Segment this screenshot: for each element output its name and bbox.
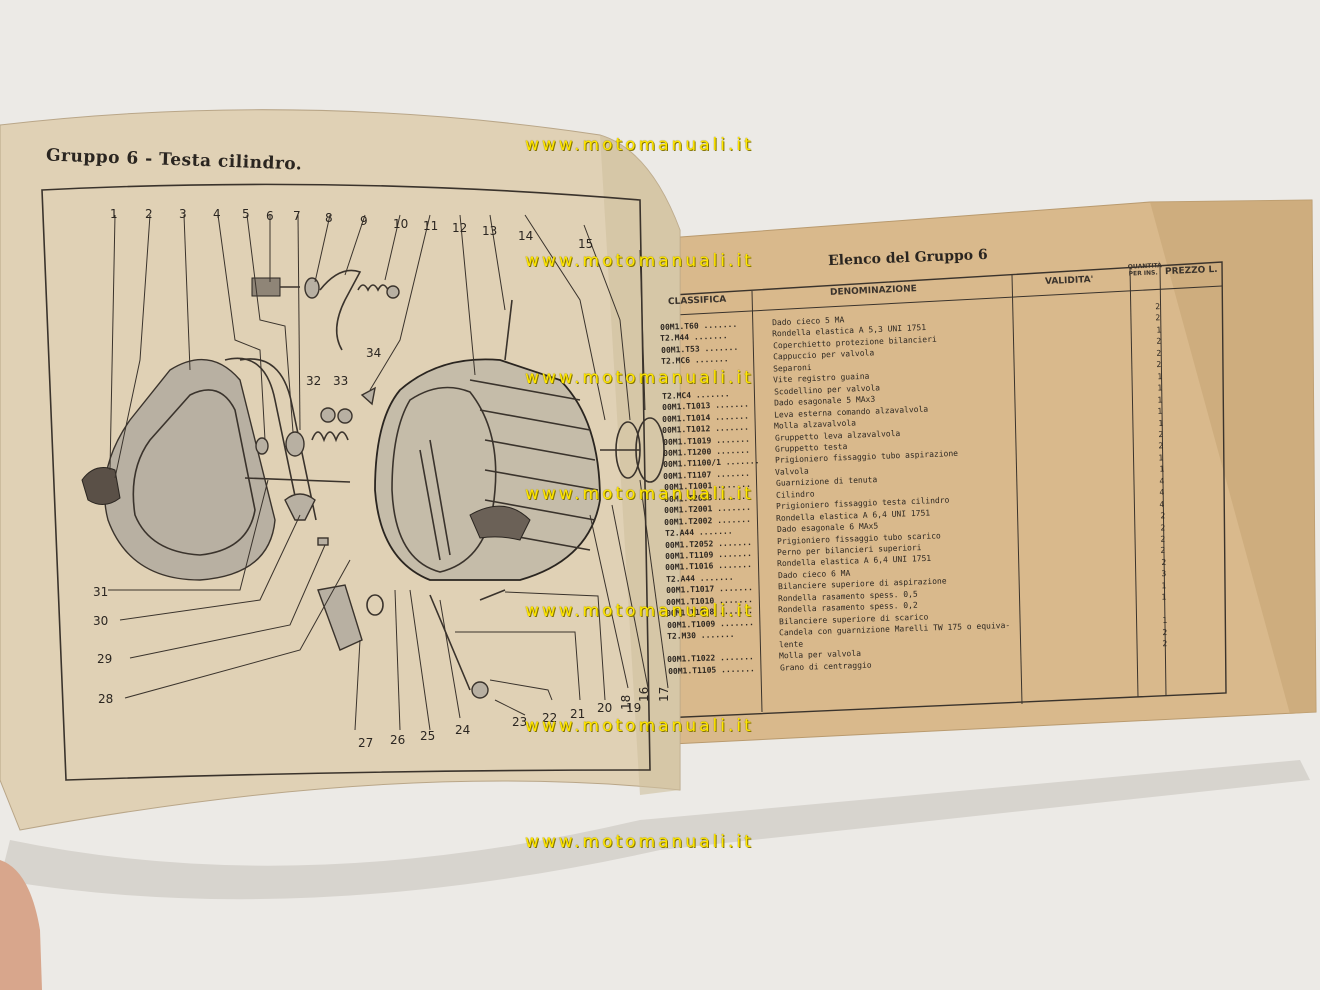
spring-and-nuts-drawing bbox=[244, 386, 376, 546]
part-number: 24 bbox=[455, 723, 470, 737]
row-qty: 2 bbox=[1155, 313, 1161, 323]
row-qty: 1 bbox=[1158, 464, 1164, 474]
row-qty: 4 bbox=[1159, 488, 1165, 498]
row-qty: 2 bbox=[1155, 336, 1162, 347]
callout-lines bbox=[108, 214, 669, 731]
part-number: 30 bbox=[93, 614, 108, 628]
part-number: 27 bbox=[358, 736, 373, 750]
diagram-frame bbox=[41, 183, 651, 781]
part-number: 22 bbox=[542, 711, 557, 725]
part-number: 1 bbox=[110, 207, 118, 221]
part-number: 14 bbox=[518, 229, 533, 243]
part-number: 32 bbox=[306, 374, 321, 388]
part-number: 33 bbox=[333, 374, 348, 388]
row-qty: 2 bbox=[1162, 627, 1168, 637]
row-qty: 2 bbox=[1157, 429, 1164, 440]
row-qty: 2 bbox=[1162, 639, 1168, 649]
right-page-edge bbox=[1150, 200, 1316, 714]
row-qty: 1 bbox=[1156, 383, 1163, 393]
part-number: 3 bbox=[179, 207, 187, 221]
watermark: www.motomanuali.it bbox=[525, 484, 754, 504]
part-number: 23 bbox=[512, 715, 527, 729]
part-number-labels: 1 2 3 4 5 6 7 8 9 10 11 12 13 14 15 16 1… bbox=[93, 207, 671, 750]
part-number: 21 bbox=[570, 707, 585, 721]
watermark: www.motomanuali.it bbox=[525, 368, 754, 388]
part-number: 20 bbox=[597, 701, 612, 715]
part-number: 6 bbox=[266, 209, 274, 223]
part-number: 4 bbox=[213, 207, 221, 221]
watermark: www.motomanuali.it bbox=[525, 832, 754, 852]
part-number: 5 bbox=[242, 207, 250, 221]
part-number: 10 bbox=[393, 217, 408, 231]
part-number: 19 bbox=[626, 701, 641, 715]
part-number: 28 bbox=[98, 692, 113, 706]
row-qty: 1 bbox=[1157, 418, 1163, 428]
row-qty: 1 bbox=[1162, 615, 1168, 626]
row-qty: 4 bbox=[1159, 499, 1165, 509]
part-number: 11 bbox=[423, 219, 438, 233]
screw-and-washer-drawing bbox=[251, 269, 400, 351]
row-qty: 4 bbox=[1158, 476, 1165, 486]
row-qty: 1 bbox=[1157, 395, 1163, 405]
part-number: 29 bbox=[97, 652, 112, 666]
row-qty: 2 bbox=[1160, 546, 1166, 556]
header-validita: VALIDITA' bbox=[1044, 274, 1094, 288]
row-qty: 1 bbox=[1161, 592, 1167, 602]
part-number: 9 bbox=[360, 214, 368, 228]
row-qty: 1 bbox=[1158, 453, 1164, 463]
rocker-cover-drawing bbox=[103, 357, 317, 581]
row-qty: 2 bbox=[1156, 360, 1162, 370]
cylinder-head-drawing bbox=[374, 299, 665, 581]
part-number: 8 bbox=[325, 211, 333, 225]
watermark: www.motomanuali.it bbox=[525, 716, 754, 736]
part-number: 13 bbox=[482, 224, 497, 238]
row-qty: 2 bbox=[1159, 511, 1165, 521]
row-qty: 3 bbox=[1161, 569, 1167, 579]
part-number: 18 bbox=[619, 695, 633, 710]
watermark: www.motomanuali.it bbox=[525, 135, 754, 155]
row-qty: 1 bbox=[1155, 325, 1161, 335]
row-qty: 1 bbox=[1156, 371, 1162, 381]
part-number: 2 bbox=[145, 207, 153, 221]
watermark: www.motomanuali.it bbox=[525, 251, 754, 271]
row-qty: 2 bbox=[1155, 302, 1161, 312]
row-qty: 2 bbox=[1160, 534, 1166, 544]
row-qty: 2 bbox=[1158, 441, 1164, 451]
part-number: 16 bbox=[637, 687, 651, 702]
watermark: www.motomanuali.it bbox=[525, 601, 754, 621]
row-qty: 2 bbox=[1160, 557, 1166, 567]
book-shadow bbox=[0, 760, 1310, 900]
part-number: 34 bbox=[366, 346, 381, 360]
part-number: 17 bbox=[657, 687, 671, 702]
row-qty: 1 bbox=[1161, 581, 1167, 591]
part-number: 31 bbox=[93, 585, 108, 599]
part-number: 7 bbox=[293, 209, 301, 223]
part-number: 25 bbox=[420, 729, 435, 743]
header-quantita: QUANTITÀ PER INS. bbox=[1127, 262, 1163, 278]
row-qty: 2 bbox=[1160, 522, 1166, 533]
row-qty: 1 bbox=[1157, 406, 1163, 416]
cap-nut-drawing bbox=[81, 467, 121, 505]
part-number: 12 bbox=[452, 221, 467, 235]
hand bbox=[0, 860, 42, 990]
spark-plug-drawing bbox=[317, 584, 506, 699]
part-number: 15 bbox=[578, 237, 593, 251]
row-qty: 2 bbox=[1156, 348, 1162, 358]
part-number: 26 bbox=[390, 733, 405, 747]
